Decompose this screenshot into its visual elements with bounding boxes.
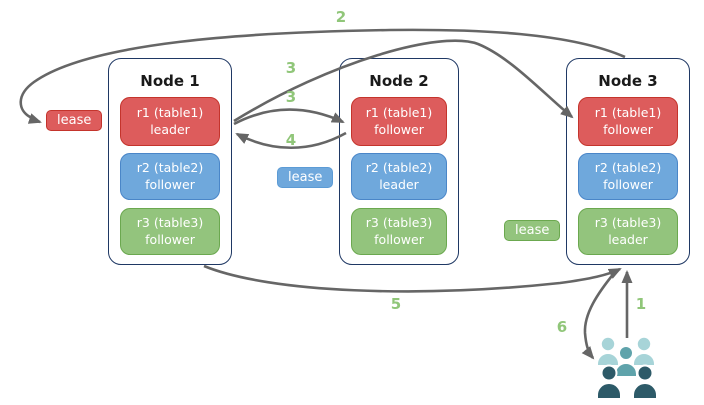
replica-role: follower: [374, 231, 424, 247]
step-label-5: 5: [390, 295, 402, 313]
replica-name: r2 (table2): [136, 160, 204, 176]
node-2-replica-r2: r2 (table2) leader: [351, 153, 447, 200]
lease-badge-r1: lease: [46, 110, 103, 131]
replica-name: r2 (table2): [594, 160, 662, 176]
node-3-title: Node 3: [598, 72, 658, 90]
replica-role: follower: [145, 231, 195, 247]
replica-role: follower: [374, 121, 424, 137]
node-1-replica-r3: r3 (table3) follower: [120, 208, 220, 255]
replica-role: follower: [603, 176, 653, 192]
lease-badge-r2: lease: [277, 167, 334, 188]
step-label-3a: 3: [285, 59, 297, 77]
replica-role: follower: [603, 121, 653, 137]
replica-role: leader: [150, 121, 190, 137]
node-3-replica-r3: r3 (table3) leader: [578, 208, 678, 255]
step-label-3b: 3: [285, 88, 297, 106]
replica-role: leader: [608, 231, 648, 247]
replica-name: r1 (table1): [594, 105, 662, 121]
arrow-step6-response: [581, 271, 617, 360]
node-1-title: Node 1: [140, 72, 200, 90]
replica-name: r3 (table3): [594, 215, 662, 231]
node-1-replica-r1: r1 (table1) leader: [120, 97, 220, 146]
node-2-replica-r3: r3 (table3) follower: [351, 208, 447, 255]
replica-name: r1 (table1): [136, 105, 204, 121]
clients-icon: [596, 335, 658, 400]
arrow-step3-replicate-to-node2: [233, 108, 345, 126]
lease-badge-r3: lease: [504, 220, 561, 241]
node-2-box: Node 2 r1 (table1) follower r2 (table2) …: [339, 58, 459, 265]
replica-name: r1 (table1): [365, 105, 433, 121]
node-3-replica-r2: r2 (table2) follower: [578, 153, 678, 200]
replica-name: r3 (table3): [136, 215, 204, 231]
replica-role: follower: [145, 176, 195, 192]
node-3-replica-r1: r1 (table1) follower: [578, 97, 678, 146]
arrow-step5-forward: [203, 264, 622, 293]
node-2-title: Node 2: [369, 72, 429, 90]
step-label-1: 1: [635, 295, 647, 313]
node-1-box: Node 1 r1 (table1) leader r2 (table2) fo…: [108, 58, 232, 265]
replica-name: r3 (table3): [365, 215, 433, 231]
step-label-4: 4: [285, 131, 297, 149]
node-1-replica-r2: r2 (table2) follower: [120, 153, 220, 200]
step-label-2: 2: [335, 8, 347, 26]
node-2-replica-r1: r1 (table1) follower: [351, 97, 447, 146]
replica-name: r2 (table2): [365, 160, 433, 176]
node-3-box: Node 3 r1 (table1) follower r2 (table2) …: [566, 58, 690, 265]
replica-role: leader: [379, 176, 419, 192]
step-label-6: 6: [556, 318, 568, 336]
